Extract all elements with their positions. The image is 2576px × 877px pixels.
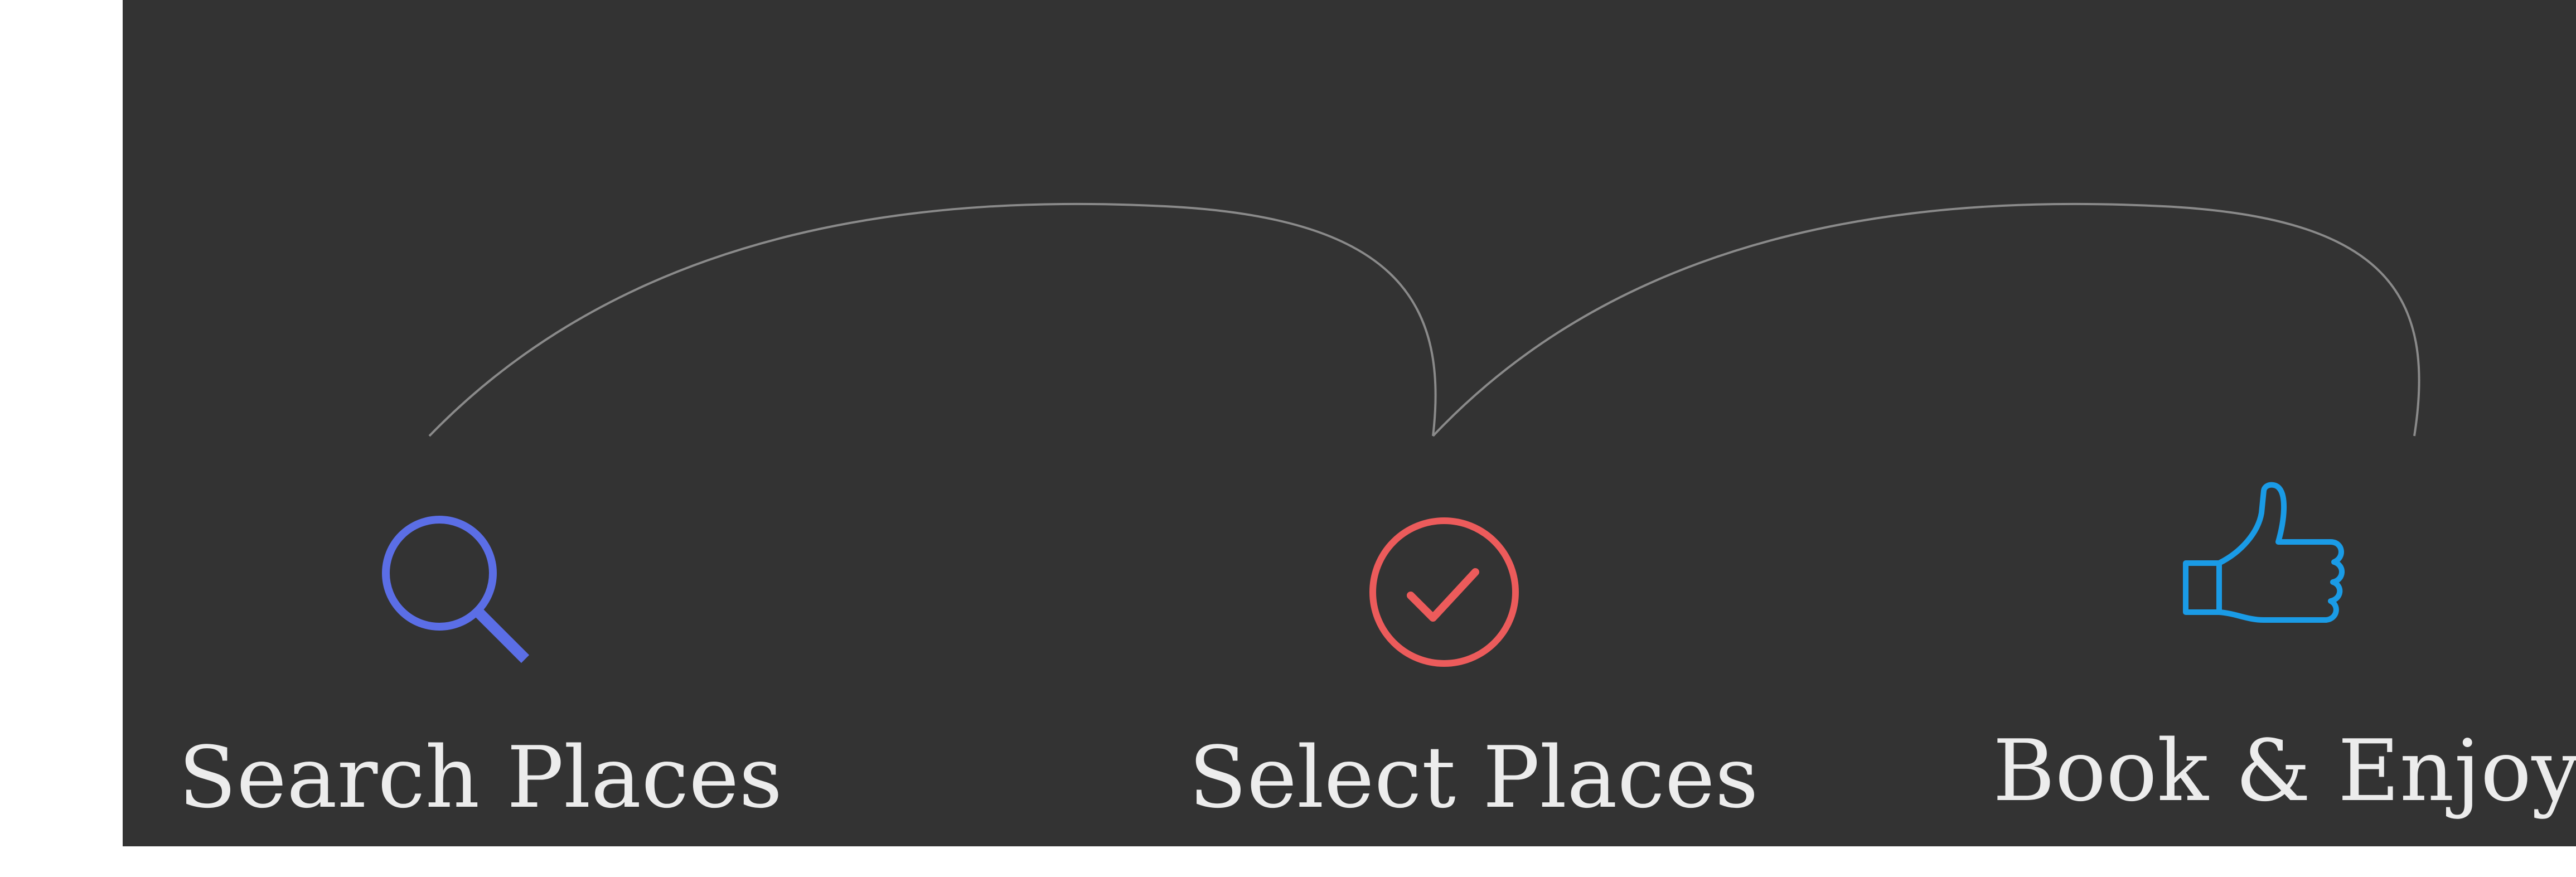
arc-connector-select-to-book xyxy=(1432,202,2420,437)
check-circle-icon xyxy=(1366,514,1522,670)
step-label-search-places: Search Places xyxy=(178,728,783,827)
step-connectors xyxy=(428,202,2420,437)
arc-connector-search-to-select xyxy=(428,202,1437,437)
step-label-select-places: Select Places xyxy=(1189,728,1759,827)
step-label-book-and-enjoy: Book & Enjoy xyxy=(1993,721,2576,820)
search-icon xyxy=(379,513,535,669)
how-it-works-panel: Search Places Select Places Book & Enjoy xyxy=(123,0,2576,846)
thumbs-up-icon xyxy=(2180,479,2347,647)
